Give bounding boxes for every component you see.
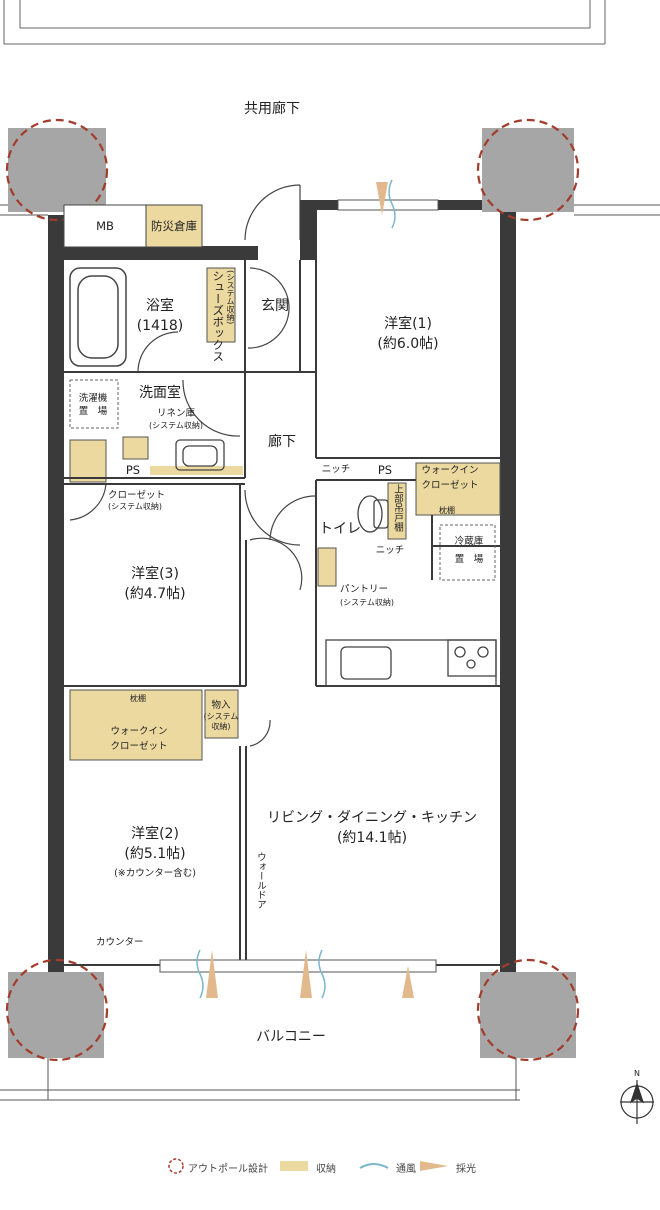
bathtub	[69, 267, 127, 367]
niche1-label: ニッチ	[321, 464, 351, 475]
pillar-top-right	[482, 128, 574, 212]
ps1-label: PS	[125, 463, 141, 477]
shoebox-label-2: (システム収納)	[226, 270, 235, 325]
closet3-area	[69, 439, 107, 483]
top-building-lines	[3, 0, 606, 45]
bath-name: 浴室	[146, 298, 174, 314]
wic2-area	[69, 689, 203, 761]
storage-label-3: 収納)	[211, 722, 231, 731]
pantry-label-2: (システム収納)	[340, 598, 395, 607]
entrance-label: 玄関	[261, 298, 289, 314]
mb-block	[63, 204, 203, 248]
legend-storage: 収納	[316, 1164, 336, 1175]
windows	[159, 199, 439, 973]
counter-label: カウンター	[96, 937, 144, 948]
pillar-bottom-right	[480, 972, 576, 1058]
closet-label-2: (システム収納)	[108, 502, 163, 511]
western2-name: 洋室(2)	[131, 826, 179, 842]
fridge-label-2: 置 場	[454, 554, 484, 565]
washroom-label: 洗面室	[139, 385, 181, 401]
fridge-label-1: 冷蔵庫	[454, 536, 484, 547]
linen-area	[122, 436, 149, 460]
toilet-fixture	[357, 495, 389, 533]
western1-size: (約6.0帖)	[377, 336, 439, 352]
storage-label-1: 物入	[211, 700, 231, 711]
toilet-label: トイレ	[319, 521, 361, 537]
western1-name: 洋室(1)	[384, 316, 432, 332]
legend-ventilation: 通風	[396, 1164, 416, 1175]
outpole-circles	[5, 118, 580, 1062]
balcony-label: バルコニー	[256, 1029, 326, 1045]
bath-size: (1418)	[136, 318, 184, 334]
disaster-storage-label: 防災倉庫	[151, 219, 197, 233]
pillars	[8, 128, 576, 1058]
doors	[69, 184, 317, 747]
closet-label-1: クローゼット	[108, 490, 166, 501]
legend-icons	[168, 1158, 448, 1174]
shoebox-label-1: シューズボックス	[211, 270, 226, 362]
storage-area	[204, 689, 239, 739]
hall-label: 廊下	[268, 434, 296, 450]
shoebox-area	[206, 267, 236, 343]
legend-outpole: アウトポール設計	[188, 1164, 268, 1175]
wic2-label-1: ウォークイン	[110, 726, 168, 737]
linen-label-1: リネン庫	[156, 408, 196, 419]
compass-icon	[620, 1080, 654, 1124]
washer-label-2: 置 場	[78, 406, 108, 417]
western3-size: (約4.7帖)	[124, 586, 186, 602]
wind-light-icons	[196, 179, 414, 999]
western2-size: (約5.1帖)	[124, 846, 186, 862]
pillar-bottom-left	[8, 972, 104, 1058]
fridge-area	[439, 524, 496, 581]
storage-label-2: (システム	[203, 712, 239, 721]
wic1-shelf-label: 枕棚	[439, 506, 455, 515]
washer-label-1: 洗濯機	[78, 393, 108, 404]
pantry-label-1: パントリー	[340, 584, 388, 595]
wic1-area	[415, 462, 501, 516]
ldk-name: リビング・ダイニング・キッチン	[267, 810, 477, 826]
western3-name: 洋室(3)	[131, 566, 179, 582]
mb-label: MB	[96, 219, 114, 233]
wall-door-label: ウォールドア	[254, 852, 266, 909]
washroom-sink	[175, 439, 225, 471]
niche2-label: ニッチ	[375, 545, 405, 556]
upper-cabinet-label: 上部吊戸棚	[391, 484, 403, 532]
corridor-label: 共用廊下	[244, 101, 300, 117]
wic2-shelf-label: 枕棚	[130, 694, 146, 703]
compass-north-label: N	[634, 1069, 640, 1078]
washer-area	[69, 379, 119, 429]
legend-daylight: 採光	[456, 1164, 476, 1175]
western2-note: (※カウンター含む)	[114, 868, 196, 879]
pillar-top-left	[8, 128, 106, 212]
wic2-label-2: クローゼット	[110, 741, 168, 752]
wic1-label-1: ウォークイン	[421, 465, 479, 476]
kitchen-counter	[325, 639, 497, 687]
pantry-area	[317, 547, 337, 587]
ps2-label: PS	[377, 463, 393, 477]
storage-areas	[69, 267, 501, 761]
ldk-size: (約14.1帖)	[336, 830, 408, 846]
wic1-label-2: クローゼット	[421, 480, 479, 491]
linen-label-2: (システム収納)	[148, 421, 204, 430]
